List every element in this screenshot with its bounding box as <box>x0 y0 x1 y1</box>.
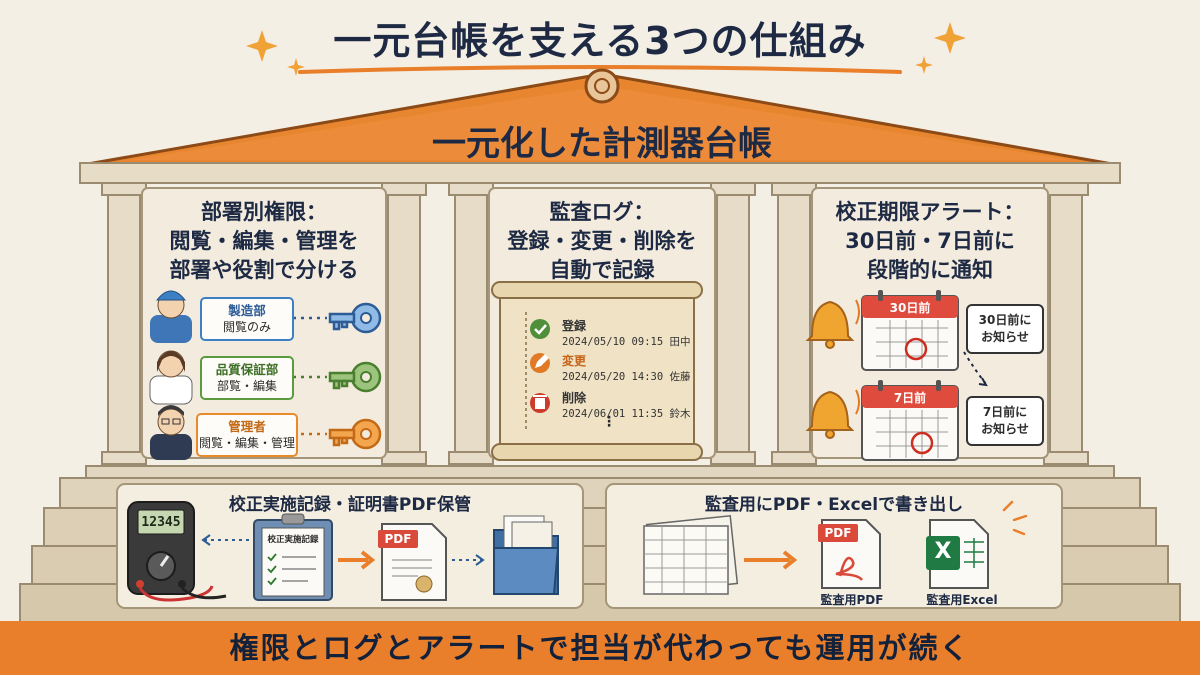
alert-title: 校正期限アラート： 30日前・7日前に 段階的に通知 <box>835 200 1025 282</box>
excel-label: 監査用Excel <box>926 593 998 607</box>
columns <box>101 182 1089 465</box>
key-icon <box>328 302 382 334</box>
excel-letter: X <box>934 539 952 564</box>
audit-log-title: 監査ログ： 登録・変更・削除を 自動で記録 <box>507 200 697 282</box>
calendar-icon <box>861 290 959 371</box>
pdf-tag: PDF <box>824 526 852 540</box>
pdf-tag: PDF <box>384 532 412 546</box>
bell-icon <box>805 390 855 439</box>
log-ellipsis: ⋮ <box>602 414 616 430</box>
base-left-title: 校正実施記録・証明書PDF保管 <box>228 495 472 515</box>
permissions-title: 部署別権限： 閲覧・編集・管理を 部署や役割で分ける <box>169 200 359 282</box>
role-manufacturing: 製造部 閲覧のみ <box>200 297 294 341</box>
clipboard-title: 校正実施記録 <box>267 535 319 545</box>
sparkle-icon <box>246 22 966 76</box>
title-underline <box>298 65 902 74</box>
page-title: 一元台帳を支える3つの仕組み <box>333 19 867 63</box>
excel-file-icon <box>926 519 989 589</box>
log-entry: 変更 2024/05/20 14:30 佐藤 <box>562 354 691 383</box>
footer-banner: 権限とログとアラートで担当が代わっても運用が続く <box>0 621 1200 675</box>
notice-bubble: 30日前にお知らせ <box>966 304 1044 354</box>
pencil-icon <box>530 353 550 373</box>
log-entry: 削除 2024/06/01 11:35 鈴木 <box>562 391 691 420</box>
role-quality-assurance: 品質保証部 部覧・編集 <box>200 356 294 400</box>
manager-avatar <box>150 405 192 460</box>
role-administrator: 管理者 閲覧・編集・管理 <box>196 413 298 457</box>
base-panel-left <box>116 483 584 609</box>
spreadsheet-stack-icon <box>643 514 739 595</box>
clipboard-icon <box>253 513 333 601</box>
folder-icon <box>493 515 560 595</box>
calendar-icon <box>861 380 959 461</box>
meter-display: 12345 <box>141 515 181 530</box>
bell-icon <box>805 300 855 349</box>
log-entry: 登録 2024/05/10 09:15 田中 <box>562 319 691 348</box>
notice-bubble: 7日前にお知らせ <box>966 396 1044 446</box>
entablature <box>79 162 1121 184</box>
pdf-file-icon <box>818 519 881 589</box>
pediment-ornament <box>584 68 620 104</box>
pdf-certificate-icon <box>378 523 447 601</box>
trash-icon <box>530 393 550 413</box>
worker-avatar <box>150 290 192 343</box>
multimeter-icon <box>127 501 227 602</box>
edit-check-icon <box>530 319 550 339</box>
pediment-label: 一元化した計測器台帳 <box>432 124 772 164</box>
qa-staff-avatar <box>149 350 193 405</box>
pdf-label: 監査用PDF <box>820 593 884 607</box>
calendar-label: 30日前 <box>889 301 931 315</box>
calendar-label: 7日前 <box>893 391 927 405</box>
base-right-title: 監査用にPDF・Excelで書き出し <box>704 495 964 515</box>
